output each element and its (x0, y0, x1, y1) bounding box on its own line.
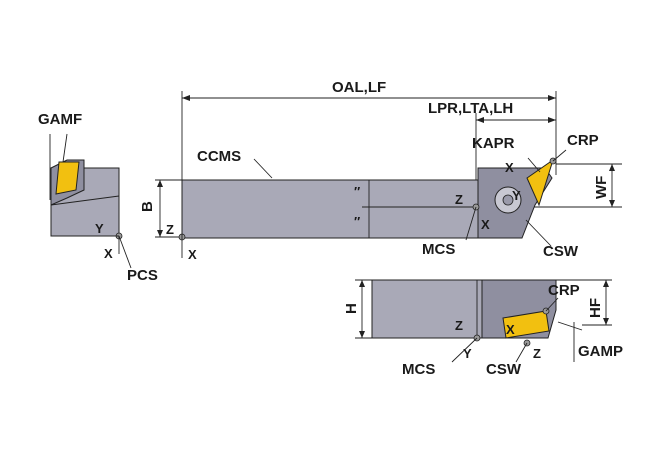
axis-y-mcs-bottom: Y (463, 346, 472, 361)
end-view-insert (55, 161, 80, 195)
pcs-label: PCS (127, 267, 158, 284)
lpr-lta-lh-label: LPR,LTA,LH (428, 100, 513, 117)
axis-x-top: X (188, 247, 197, 262)
side-view: H HF CRP Z Y MCS X Z CSW GAMP (343, 279, 623, 378)
side-shank (371, 279, 483, 339)
oal-lf-label: OAL,LF (332, 79, 386, 96)
csw-label-top: CSW (543, 243, 579, 260)
gamf-label: GAMF (38, 111, 82, 128)
axis-x-csw-bottom: X (506, 322, 515, 337)
axis-x-kapr: X (505, 160, 514, 175)
mcs-label-top: MCS (422, 241, 455, 258)
axis-z-top: Z (166, 222, 174, 237)
b-label: B (139, 201, 156, 212)
csw-label-bottom: CSW (486, 361, 522, 378)
side-insert (502, 310, 550, 339)
shank-body (181, 179, 479, 239)
ccms-label: CCMS (197, 148, 241, 165)
mcs-label-bottom: MCS (402, 361, 435, 378)
axis-z-mcs-top: Z (455, 192, 463, 207)
crp-label-top: CRP (567, 132, 599, 149)
crp-label-bottom: CRP (548, 282, 580, 299)
wf-label: WF (593, 176, 610, 199)
gamp-label: GAMP (578, 343, 623, 360)
top-insert (526, 158, 554, 207)
end-view: GAMF Y X PCS (38, 111, 158, 284)
hf-label: HF (587, 298, 604, 318)
axis-y-end: Y (95, 221, 104, 236)
axis-z-csw-bottom: Z (533, 346, 541, 361)
axis-x-end: X (104, 246, 113, 261)
axis-y-mcs-top: Y (512, 188, 521, 203)
h-label: H (343, 303, 360, 314)
axis-x-mcs-top: X (481, 217, 490, 232)
axis-z-mcs-bottom: Z (455, 318, 463, 333)
break-mark-1: ″ (354, 184, 360, 199)
kapr-label: KAPR (472, 135, 515, 152)
break-mark-2: ″ (354, 214, 360, 229)
top-view: B ″ ″ CCMS Z X OAL,LF LPR,LTA,LH (139, 79, 622, 262)
